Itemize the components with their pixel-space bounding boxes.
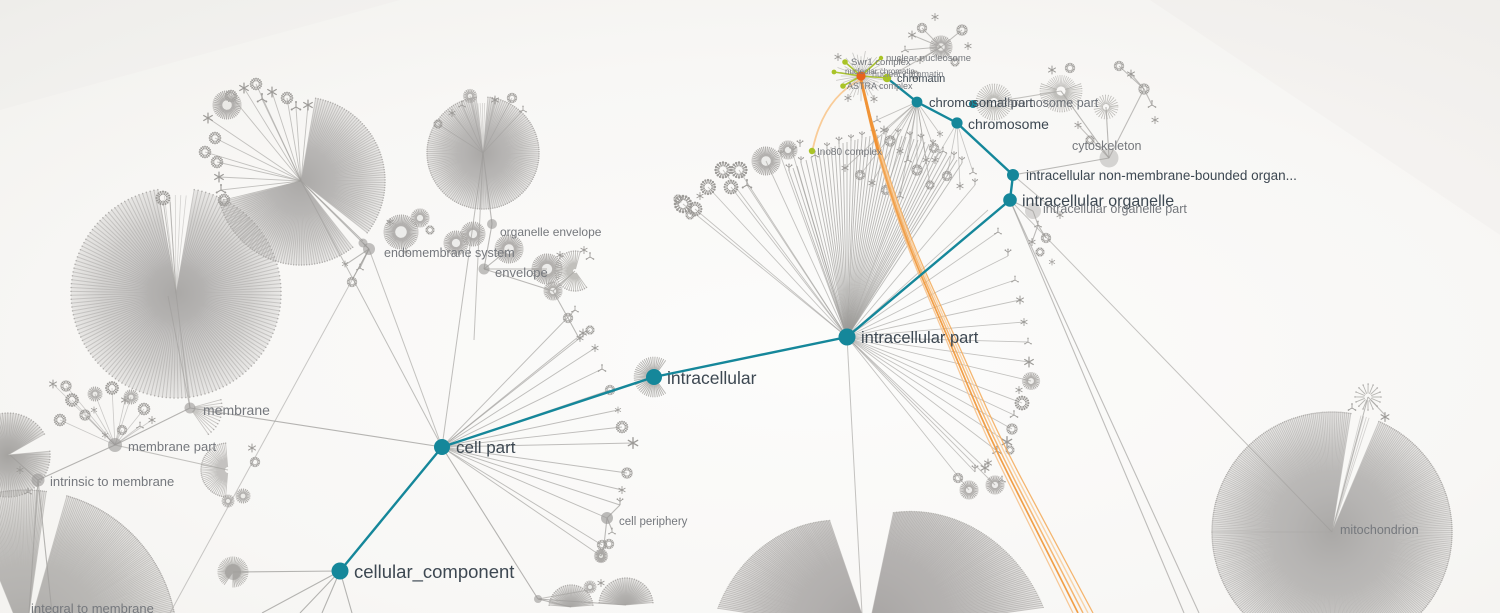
svg-text:integral to membrane: integral to membrane	[31, 601, 154, 613]
svg-text:intracellular part: intracellular part	[861, 329, 979, 347]
svg-text:cell part: cell part	[456, 438, 516, 457]
svg-text:intracellular non-membrane-bou: intracellular non-membrane-bounded organ…	[1026, 168, 1297, 183]
svg-text:cell periphery: cell periphery	[619, 516, 688, 528]
svg-text:mitochondrion: mitochondrion	[1340, 523, 1419, 537]
svg-text:chromosome part: chromosome part	[1001, 96, 1099, 110]
svg-text:intrinsic to membrane: intrinsic to membrane	[50, 474, 174, 489]
svg-text:chromatin: chromatin	[897, 73, 945, 85]
svg-text:chromosomal part: chromosomal part	[929, 95, 1033, 110]
svg-text:nucleolar chromatin: nucleolar chromatin	[845, 67, 915, 76]
svg-text:Ino80 complex: Ino80 complex	[817, 147, 882, 158]
svg-text:organelle envelope: organelle envelope	[500, 225, 602, 239]
svg-text:nuclear nucleosome: nuclear nucleosome	[886, 53, 971, 64]
svg-text:endomembrane system: endomembrane system	[384, 246, 515, 260]
svg-text:intracellular: intracellular	[667, 368, 757, 388]
svg-text:intracellular organelle: intracellular organelle	[1022, 193, 1174, 210]
svg-text:chromosome: chromosome	[968, 116, 1049, 132]
svg-text:ASTRA complex: ASTRA complex	[847, 81, 913, 91]
svg-text:nuclear chromatin: nuclear chromatin	[872, 69, 944, 79]
svg-text:membrane part: membrane part	[128, 439, 217, 454]
svg-text:intracellular organelle part: intracellular organelle part	[1043, 202, 1187, 216]
svg-text:envelope: envelope	[495, 265, 548, 280]
svg-text:Swr1 complex: Swr1 complex	[851, 57, 911, 68]
svg-text:cellular_component: cellular_component	[354, 561, 514, 583]
svg-text:membrane: membrane	[203, 402, 270, 418]
svg-text:cytoskeleton: cytoskeleton	[1072, 139, 1142, 153]
